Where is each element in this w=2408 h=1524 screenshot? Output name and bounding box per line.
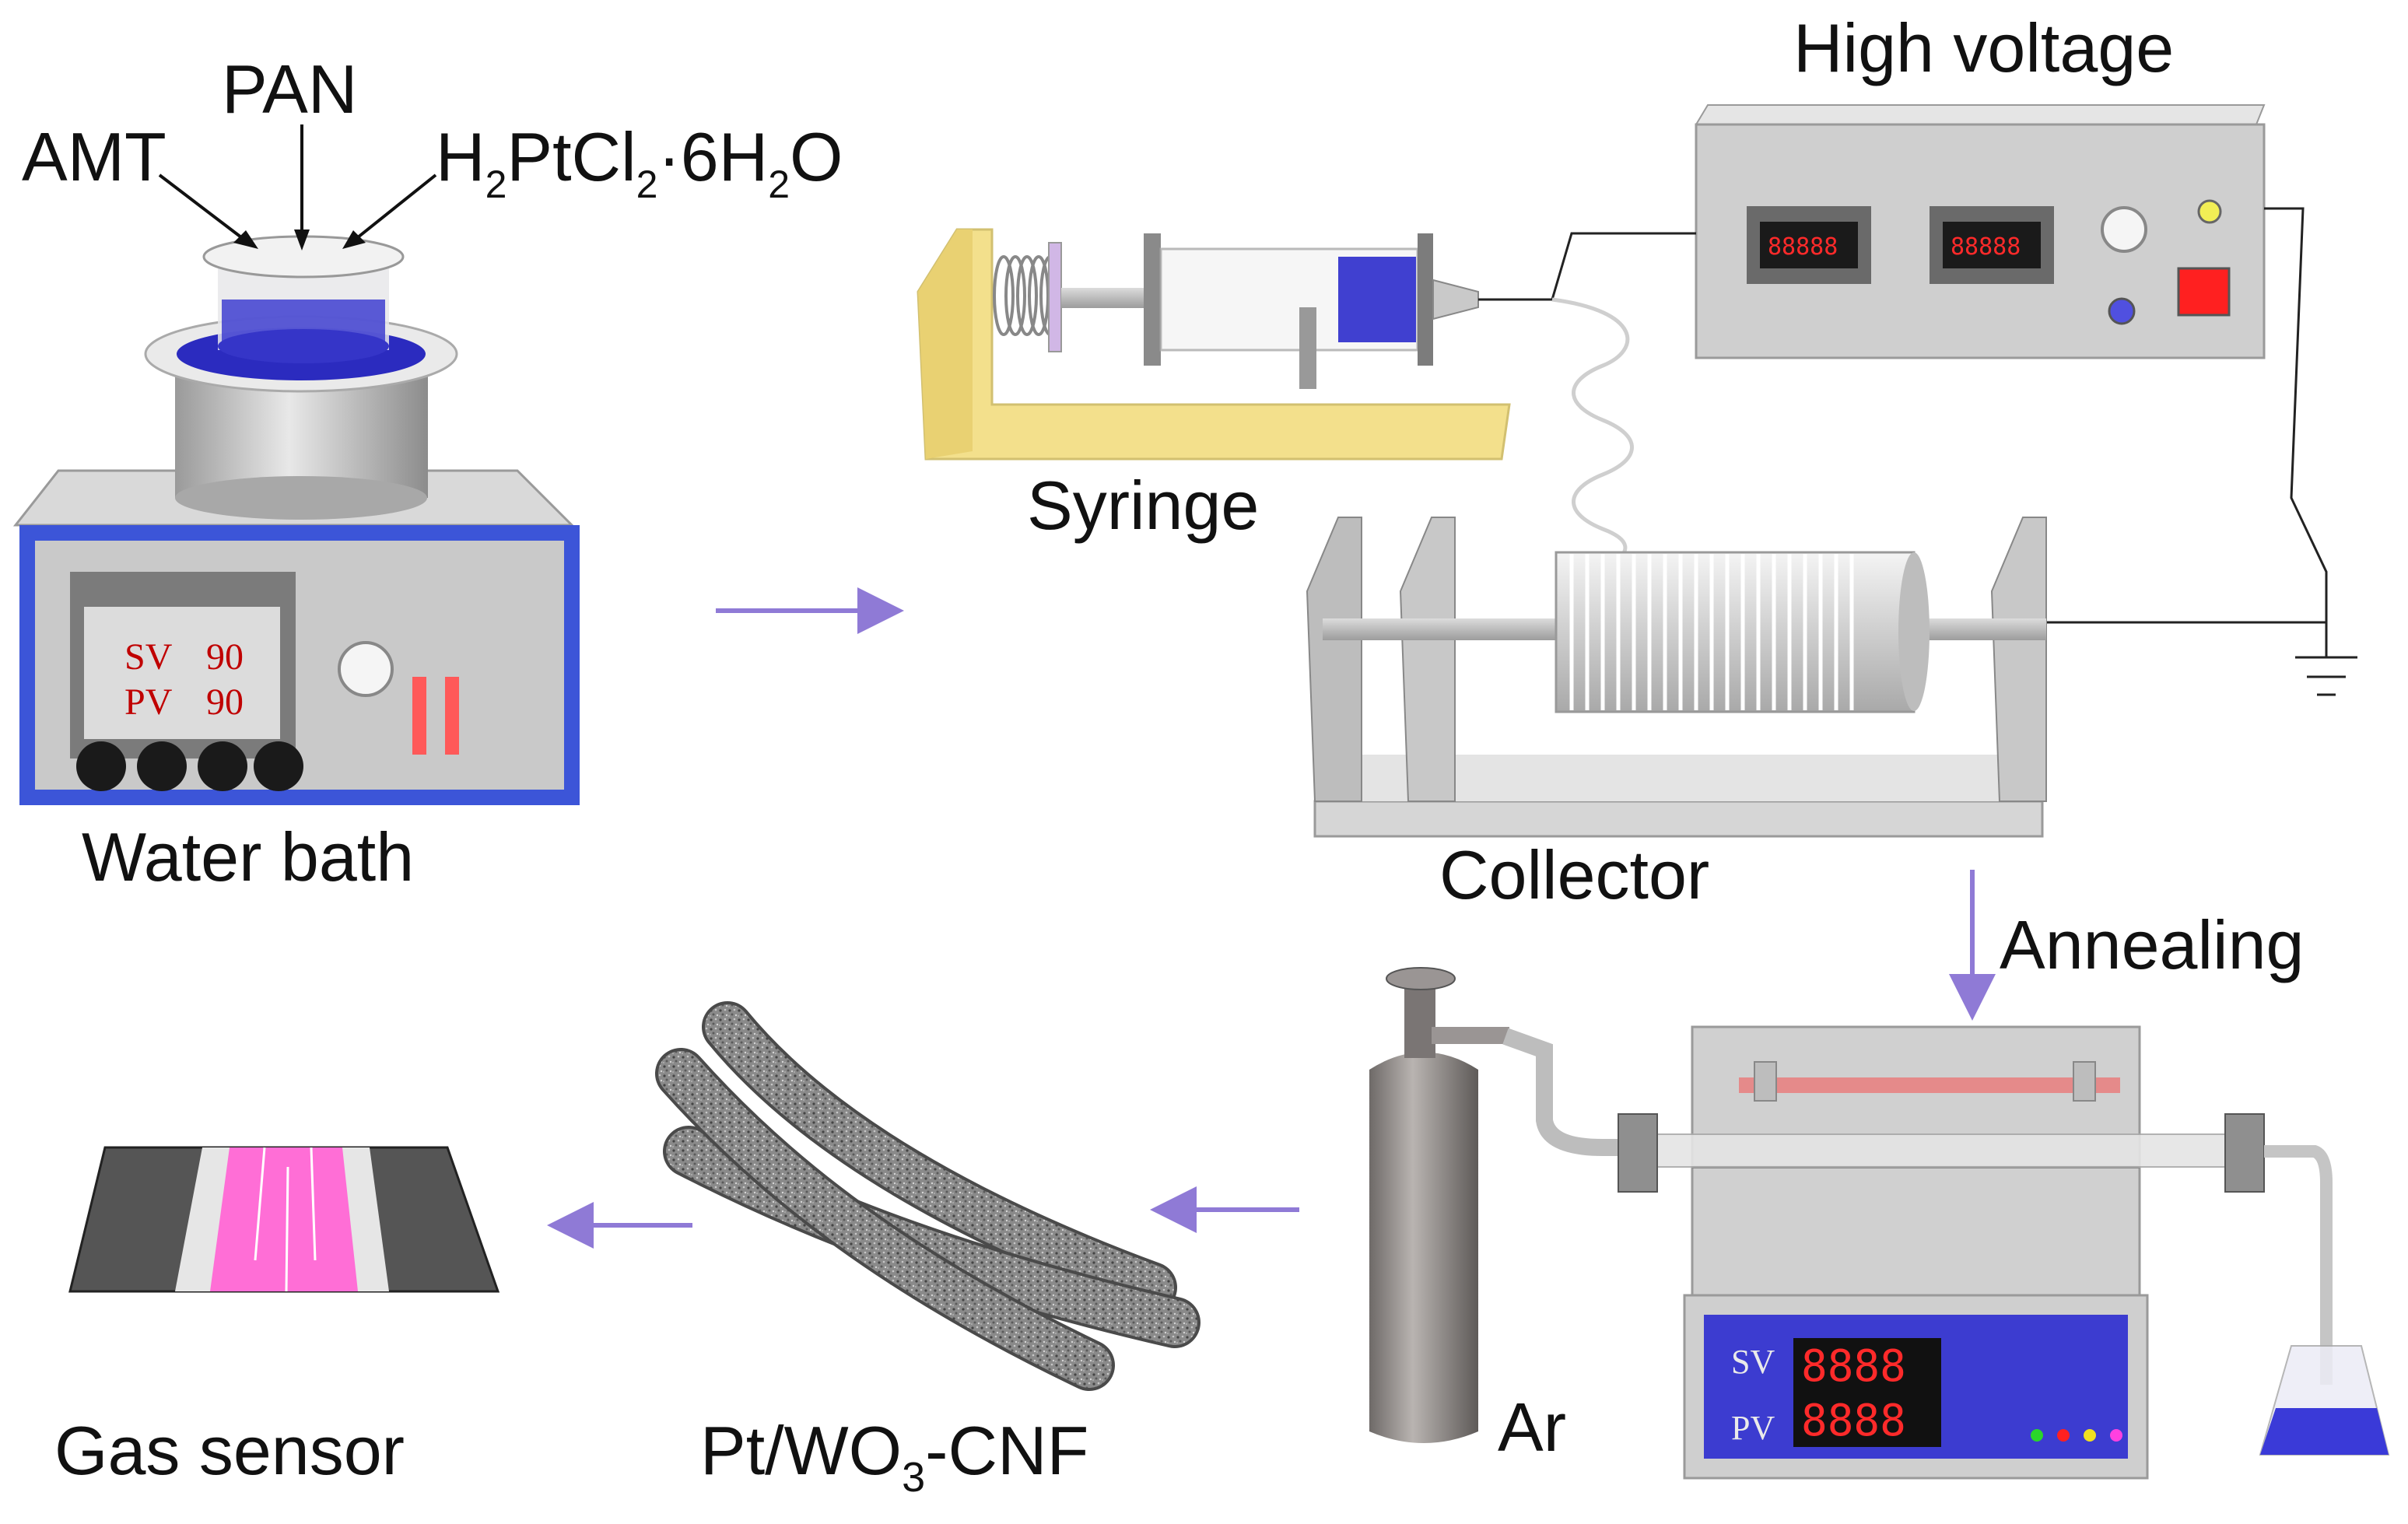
water-bath-label: Water bath	[82, 818, 414, 895]
h2ptcl6-label: H2PtCl2·6H2O	[436, 118, 843, 206]
nanofibers-illustration	[655, 1001, 1200, 1391]
gas-sensor-label: Gas sensor	[54, 1412, 405, 1489]
collector-label: Collector	[1439, 836, 1709, 913]
water-bath-illustration	[12, 235, 580, 805]
gas-sensor-illustration	[68, 1146, 500, 1293]
water-bath-sv-value: 90	[206, 636, 244, 678]
product-label: Pt/WO3-CNF	[700, 1412, 1088, 1501]
water-bath-pv-value: 90	[206, 681, 244, 723]
furnace-pv-label: PV	[1731, 1409, 1775, 1447]
furnace-sv-readout: 8888	[1801, 1341, 1906, 1392]
tube-furnace-illustration	[1369, 967, 2390, 1480]
furnace-sv-label: SV	[1731, 1343, 1775, 1381]
circuit-wires	[1478, 207, 2357, 696]
furnace-pv-readout: 8888	[1801, 1396, 1906, 1446]
annealing-label: Annealing	[2000, 906, 2304, 983]
pan-label: PAN	[222, 51, 357, 128]
hv-meter-2-readout: 88888	[1951, 233, 2021, 261]
water-bath-pv-label: PV	[124, 681, 173, 723]
argon-label: Ar	[1498, 1389, 1566, 1466]
amt-label: AMT	[22, 118, 166, 195]
high-voltage-label: High voltage	[1793, 9, 2174, 86]
hv-meter-1-readout: 88888	[1768, 233, 1838, 261]
high-voltage-supply-illustration	[1695, 104, 2266, 359]
syringe-label: Syringe	[1027, 467, 1259, 544]
collector-illustration	[1306, 517, 2047, 838]
precursor-pointers	[158, 124, 437, 250]
water-bath-sv-label: SV	[124, 636, 173, 678]
syringe-pump-illustration	[917, 228, 1511, 461]
